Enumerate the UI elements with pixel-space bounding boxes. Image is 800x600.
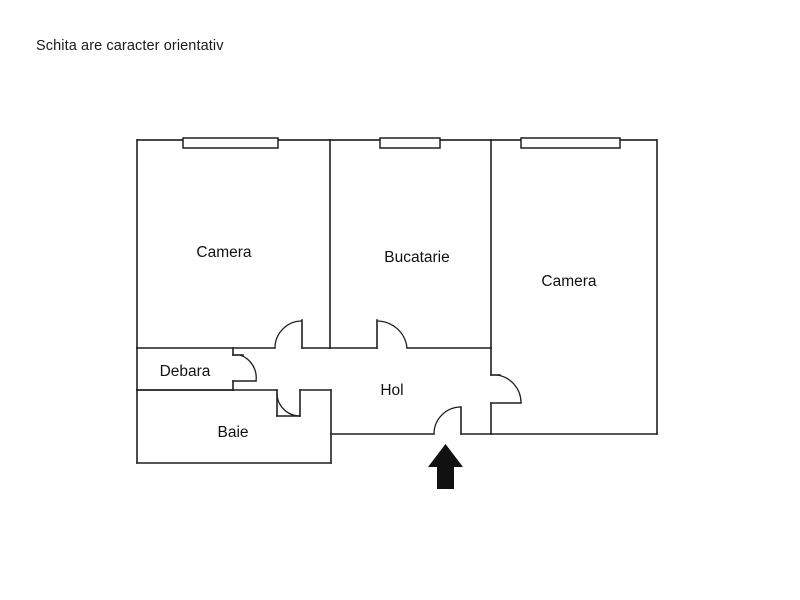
door-camera-right[interactable] <box>496 374 522 404</box>
room-label-hol: Hol <box>380 382 403 399</box>
room-label-baie: Baie <box>217 424 248 441</box>
page-title: Schita are caracter orientativ <box>36 38 224 54</box>
door-debara[interactable] <box>239 354 257 382</box>
room-label-camera-left: Camera <box>196 244 252 261</box>
door-bucatarie[interactable] <box>376 320 408 349</box>
window-camera-left <box>182 137 279 149</box>
room-baie-walls <box>136 389 332 464</box>
window-bucatarie <box>379 137 441 149</box>
door-camera-left[interactable] <box>274 320 303 349</box>
door-entrance[interactable] <box>433 406 462 435</box>
room-label-debara: Debara <box>160 363 211 380</box>
room-label-bucatarie: Bucatarie <box>384 249 449 266</box>
room-hol-walls <box>330 406 492 435</box>
window-camera-right <box>520 137 621 149</box>
entrance-arrow <box>428 444 463 489</box>
door-baie[interactable] <box>276 392 301 417</box>
room-label-camera-right: Camera <box>541 273 597 290</box>
room-bucatarie-walls <box>329 139 492 349</box>
